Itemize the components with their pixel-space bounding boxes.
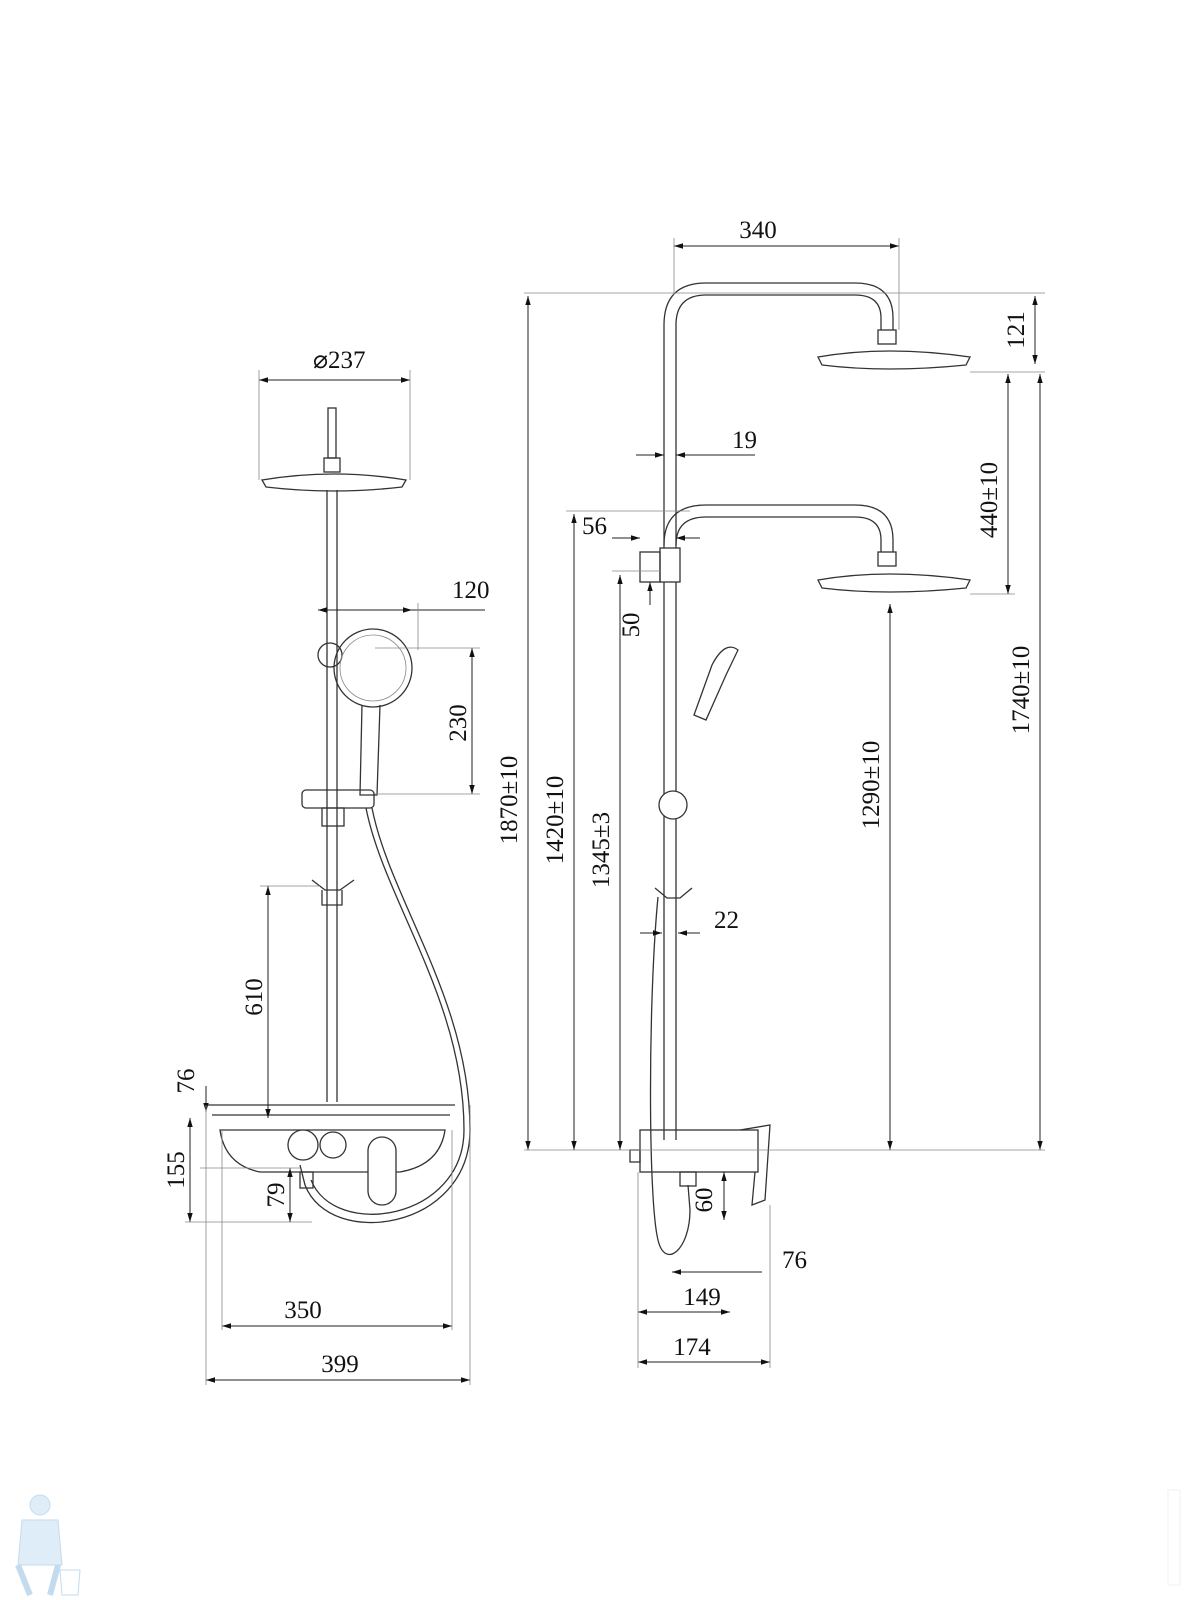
hose-hook <box>311 879 355 906</box>
dim-lower-head-height: 1290±10 <box>858 741 885 830</box>
hand-shower <box>317 628 413 796</box>
slider <box>301 789 375 827</box>
dim-outlet-height: 79 <box>263 1183 290 1208</box>
front-view: ⌀237 120 230 610 76 155 79 350 399 <box>163 347 490 1385</box>
dim-top-head-height: 1740±10 <box>1008 646 1035 735</box>
riser-pipe <box>663 282 971 1140</box>
riser-rail <box>326 490 338 1102</box>
hand-shower-side <box>649 646 739 1255</box>
dimension-lines-front <box>185 370 485 1385</box>
dim-head-spacing: 440±10 <box>976 462 1003 538</box>
dim-handle-depth: 76 <box>782 1247 807 1274</box>
side-view: 340 121 440±10 1740±10 1290±10 1870±10 1… <box>496 217 1045 1368</box>
dim-bracket-height: 50 <box>618 613 645 638</box>
thermostatic-mixer-shelf <box>208 1104 455 1206</box>
dim-rod-diameter: 19 <box>732 427 757 454</box>
dim-mixer-height: 155 <box>163 1151 190 1189</box>
dim-overall-height: 1870±10 <box>496 756 523 845</box>
dim-hook-to-shelf: 610 <box>241 978 268 1016</box>
dim-handshower-height: 230 <box>445 704 472 742</box>
dim-bracket-mount-height: 1345±3 <box>588 812 615 888</box>
lower-arm <box>639 504 971 593</box>
dim-top-head-drop: 121 <box>1003 311 1030 349</box>
dim-overall-depth: 174 <box>673 1334 711 1361</box>
dim-handshower-offset: 120 <box>452 577 490 604</box>
dimension-lines-side <box>524 238 1045 1368</box>
dim-head-diameter: ⌀237 <box>313 347 366 374</box>
dim-bracket-offset: 56 <box>582 513 607 540</box>
dim-shelf-inner-width: 350 <box>284 1297 322 1324</box>
dim-shelf-height: 76 <box>173 1069 200 1094</box>
plumber-logo <box>15 1494 81 1597</box>
mixer-side <box>629 1124 771 1206</box>
overhead-shower-head <box>260 407 408 492</box>
dim-mixer-depth: 149 <box>683 1284 721 1311</box>
dim-lower-arm-height: 1420±10 <box>542 776 569 865</box>
dim-shelf-width: 399 <box>321 1351 359 1378</box>
dim-lower-rod-diameter: 22 <box>714 907 739 934</box>
dim-outlet-drop: 60 <box>691 1188 718 1213</box>
dim-top-arm-reach: 340 <box>739 217 777 244</box>
watermark <box>1167 1489 1181 1586</box>
